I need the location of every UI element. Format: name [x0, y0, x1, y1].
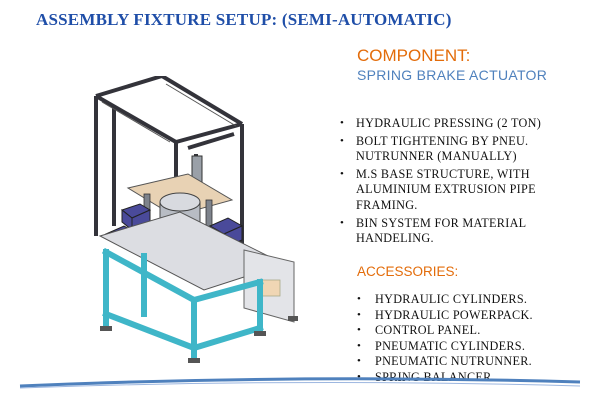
feature-item: HYDRAULIC PRESSING (2 TON) [340, 116, 590, 132]
accessory-item: CONTROL PANEL. [355, 323, 595, 339]
accessory-item: HYDRAULIC POWERPACK. [355, 308, 595, 324]
accessory-item: PNEUMATIC CYLINDERS. [355, 339, 595, 355]
accessory-item: HYDRAULIC CYLINDERS. [355, 292, 595, 308]
feature-item: BOLT TIGHTENING BY PNEU. NUTRUNNER (MANU… [340, 134, 590, 165]
accessory-item: PNEUMATIC NUTRUNNER. [355, 354, 595, 370]
decorative-bottom-curve [19, 377, 581, 389]
assembly-fixture-machine-illustration [94, 76, 298, 363]
component-heading: COMPONENT: [357, 46, 471, 65]
base-frame [101, 247, 264, 363]
feature-item: BIN SYSTEM FOR MATERIAL HANDELING. [340, 216, 590, 247]
accessories-heading: ACCESSORIES: [357, 264, 459, 279]
feature-item: M.S BASE STRUCTURE, WITH ALUMINIUM EXTRU… [340, 167, 590, 214]
component-name: SPRING BRAKE ACTUATOR [357, 67, 548, 83]
slide-title: ASSEMBLY FIXTURE SETUP: (SEMI-AUTOMATIC) [36, 10, 452, 29]
features-list: HYDRAULIC PRESSING (2 TON) BOLT TIGHTENI… [340, 116, 590, 249]
